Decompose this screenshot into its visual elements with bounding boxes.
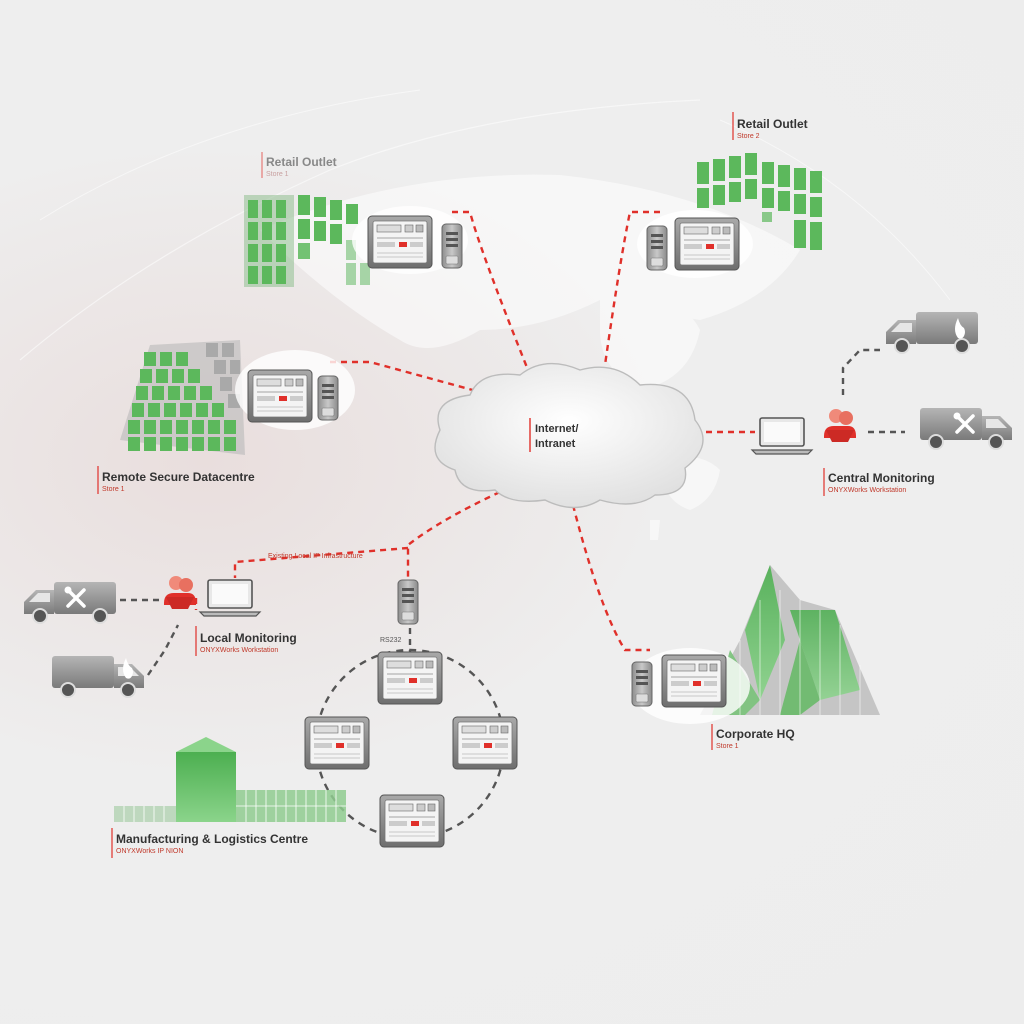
- link-datacentre-cloud: [330, 360, 481, 394]
- site-subtitle: Store 1: [266, 171, 289, 178]
- rs232-label: RS232: [380, 637, 402, 644]
- building-icon: [114, 737, 346, 822]
- site-title: Remote Secure Datacentre: [102, 470, 255, 484]
- link-local-cloud: [406, 490, 501, 578]
- fire-panel-icon: [304, 716, 370, 770]
- site-subtitle: ONYXWorks Workstation: [200, 647, 278, 654]
- internet-cloud: Internet/ Intranet: [434, 362, 704, 509]
- site-subtitle: Store 1: [102, 486, 125, 493]
- flame-icon: [123, 658, 133, 679]
- link-retail1-cloud: [452, 210, 530, 371]
- operator-icon: [164, 576, 196, 609]
- site-subtitle: ONYXWorks IP NION: [116, 848, 183, 855]
- site-subtitle: ONYXWorks Workstation: [828, 487, 906, 494]
- site-central-monitoring: Central Monitoring ONYXWorks Workstation: [751, 311, 1013, 496]
- network-node-icon: [397, 579, 419, 625]
- building-icon: [244, 195, 370, 287]
- link-central-truck1: [841, 348, 880, 395]
- site-subtitle: Store 1: [716, 743, 739, 750]
- link-hq-cloud: [571, 504, 650, 652]
- site-remote-datacentre: Remote Secure Datacentre Store 1: [97, 340, 355, 494]
- service-van: [23, 581, 117, 624]
- fire-panel-icon: [661, 654, 727, 708]
- laptop-icon: [751, 417, 813, 455]
- fire-panel-icon: [452, 716, 518, 770]
- building-icon: [120, 340, 245, 455]
- site-title: Central Monitoring: [828, 471, 935, 485]
- cloud-label-line2: Intranet: [535, 438, 576, 450]
- site-title: Manufacturing & Logistics Centre: [116, 832, 308, 846]
- site-title: Corporate HQ: [716, 727, 795, 741]
- fire-panel-icon: [247, 369, 313, 423]
- fire-truck: [885, 311, 979, 354]
- existing-ip-label: Existing Local IP Infrastructure: [268, 553, 363, 560]
- operator-icon: [824, 409, 856, 442]
- site-title: Local Monitoring: [200, 631, 297, 645]
- fire-panel-icon: [379, 794, 445, 848]
- site-title: Retail Outlet: [737, 117, 808, 131]
- fire-panel-icon: [367, 215, 433, 269]
- laptop-icon: [199, 579, 261, 617]
- building-icon: [697, 153, 822, 250]
- panel-loop: RS232: [304, 579, 518, 848]
- cloud-label-line1: Internet/: [535, 423, 578, 435]
- site-retail-outlet-1: Retail Outlet Store 1: [244, 152, 468, 287]
- network-node-icon: [441, 223, 463, 269]
- network-node-icon: [631, 661, 653, 707]
- service-van: [919, 407, 1013, 450]
- network-node-icon: [646, 225, 668, 271]
- site-manufacturing: Manufacturing & Logistics Centre ONYXWor…: [111, 737, 346, 858]
- fire-panel-icon: [377, 651, 443, 705]
- site-corporate-hq: Corporate HQ Store 1: [630, 565, 880, 750]
- fire-truck: [51, 655, 145, 698]
- link-local-ip: [233, 546, 409, 578]
- site-local-monitoring: Existing Local IP Infrastructure Local M…: [23, 553, 363, 698]
- fire-panel-icon: [674, 217, 740, 271]
- site-retail-outlet-2: Retail Outlet Store 2: [637, 112, 822, 278]
- site-subtitle: Store 2: [737, 133, 760, 140]
- site-title: Retail Outlet: [266, 155, 337, 169]
- network-node-icon: [317, 375, 339, 421]
- link-local-truck2: [147, 624, 180, 676]
- link-retail2-cloud: [603, 210, 660, 366]
